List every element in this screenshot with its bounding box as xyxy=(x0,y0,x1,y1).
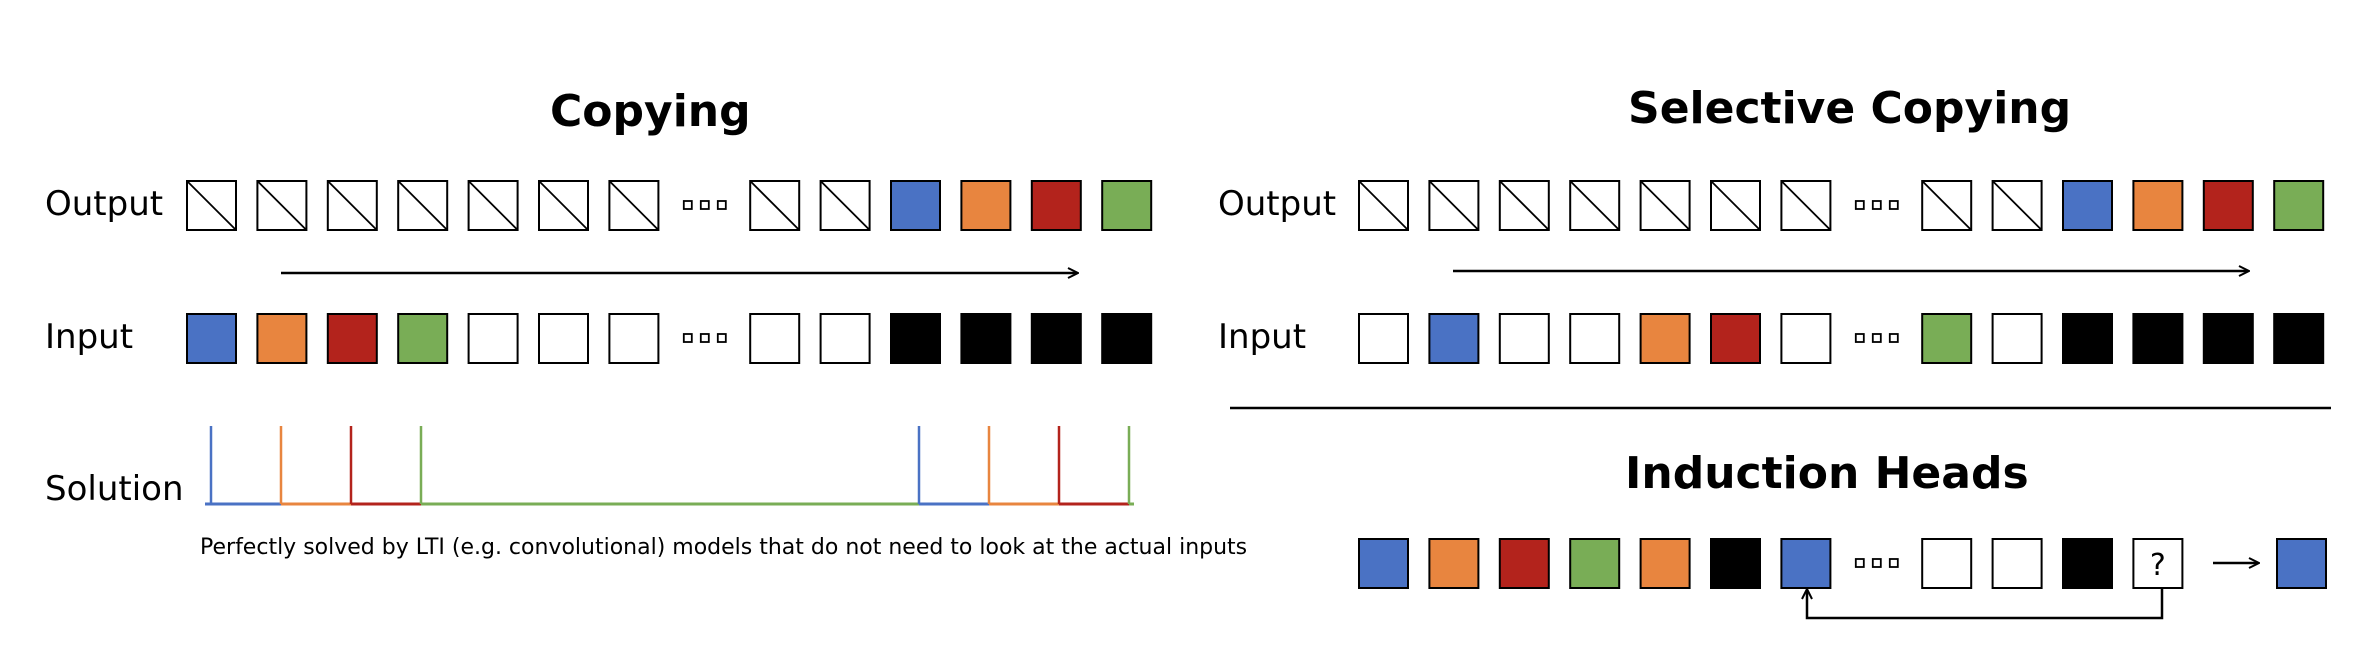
induction-sequence-row: ? xyxy=(1358,538,2184,589)
selective-output-token-slash xyxy=(1428,180,1480,231)
copying-input-token-black xyxy=(1030,313,1082,364)
selective-output-row xyxy=(1358,180,2325,231)
selective-output-token-slash xyxy=(1569,180,1621,231)
induction-token-orange xyxy=(1428,538,1480,589)
copying-output-token-slash xyxy=(256,180,308,231)
selective-copying-panel xyxy=(1358,180,2325,364)
copying-input-token-white xyxy=(467,313,519,364)
query-token-label: ? xyxy=(2150,548,2166,583)
induction-answer-token xyxy=(2276,538,2327,589)
induction-recall-arrow xyxy=(1807,588,2164,620)
selective-input-token-green xyxy=(1921,313,1973,364)
copying-title: Copying xyxy=(550,86,751,137)
induction-heads-title: Induction Heads xyxy=(1625,448,2029,499)
induction-token-green xyxy=(1569,538,1621,589)
selective-output-token-slash xyxy=(1710,180,1761,231)
induction-token-white xyxy=(1921,538,1973,589)
induction-token-black xyxy=(2062,538,2113,589)
copying-input-token-green xyxy=(397,313,449,364)
copying-output-token-slash xyxy=(538,180,589,231)
induction-token-orange xyxy=(1639,538,1691,589)
selective-output-token-green xyxy=(2273,180,2325,231)
selective-output-token-blue xyxy=(2062,180,2113,231)
copying-input-token-black xyxy=(1101,313,1153,364)
copying-input-token-white xyxy=(819,313,871,364)
induction-heads-panel: ? xyxy=(1358,538,2327,620)
copying-output-token-slash xyxy=(819,180,871,231)
copying-output-token-slash xyxy=(749,180,801,231)
copying-solution-plot xyxy=(205,426,1134,506)
copying-caption: Perfectly solved by LTI (e.g. convolutio… xyxy=(200,535,1248,560)
copying-output-row xyxy=(186,180,1153,231)
selective-output-token-slash xyxy=(1921,180,1973,231)
copying-panel xyxy=(186,180,1153,506)
induction-token-blue xyxy=(1780,538,1832,589)
selective-copying-title: Selective Copying xyxy=(1628,83,2072,134)
induction-answer-token xyxy=(2276,538,2327,589)
copying-output-token-red xyxy=(1030,180,1082,231)
ellipsis-dots xyxy=(682,200,727,210)
copying-input-token-white xyxy=(749,313,801,364)
induction-token-query: ? xyxy=(2132,538,2184,589)
selective-input-token-black xyxy=(2273,313,2325,364)
selective-output-token-slash xyxy=(1780,180,1832,231)
selective-output-token-slash xyxy=(1639,180,1691,231)
copying-input-token-blue xyxy=(186,313,237,364)
selective-input-token-orange xyxy=(1639,313,1691,364)
copying-input-token-black xyxy=(890,313,941,364)
copying-output-token-slash xyxy=(467,180,519,231)
selective-output-token-slash xyxy=(1358,180,1409,231)
copying-output-token-slash xyxy=(326,180,378,231)
copying-solution-label: Solution xyxy=(45,469,184,509)
selective-input-token-black xyxy=(2062,313,2113,364)
copying-input-token-white xyxy=(538,313,589,364)
copying-output-token-slash xyxy=(397,180,449,231)
induction-token-blue xyxy=(1358,538,1409,589)
ellipsis-dots xyxy=(1854,333,1899,343)
induction-token-red xyxy=(1498,538,1550,589)
ellipsis-dots xyxy=(682,333,727,343)
selective-output-token-slash xyxy=(1498,180,1550,231)
selective-output-label: Output xyxy=(1218,184,1337,224)
copying-input-token-black xyxy=(960,313,1012,364)
copying-input-token-white xyxy=(608,313,660,364)
induction-token-white xyxy=(1991,538,2043,589)
ellipsis-dots xyxy=(1854,558,1899,568)
selective-input-label: Input xyxy=(1218,317,1307,357)
copying-input-row xyxy=(186,313,1153,364)
copying-output-token-green xyxy=(1101,180,1153,231)
selective-input-token-blue xyxy=(1428,313,1480,364)
selective-input-token-black xyxy=(2202,313,2254,364)
selective-input-token-white xyxy=(1498,313,1550,364)
selective-output-token-red xyxy=(2202,180,2254,231)
copying-output-token-slash xyxy=(186,180,237,231)
copying-input-label: Input xyxy=(45,317,134,357)
copying-output-token-orange xyxy=(960,180,1012,231)
selective-output-token-slash xyxy=(1991,180,2043,231)
selective-input-row xyxy=(1358,313,2325,364)
copying-input-token-red xyxy=(326,313,378,364)
selective-input-token-white xyxy=(1991,313,2043,364)
copying-output-token-slash xyxy=(608,180,660,231)
selective-input-token-red xyxy=(1710,313,1761,364)
selective-input-token-white xyxy=(1780,313,1832,364)
selective-output-token-orange xyxy=(2132,180,2184,231)
copying-output-token-blue xyxy=(890,180,941,231)
induction-token-black xyxy=(1710,538,1761,589)
selective-input-token-black xyxy=(2132,313,2184,364)
copying-input-token-orange xyxy=(256,313,308,364)
selective-input-token-white xyxy=(1358,313,1409,364)
copying-output-label: Output xyxy=(45,184,164,224)
selective-input-token-white xyxy=(1569,313,1621,364)
ellipsis-dots xyxy=(1854,200,1899,210)
